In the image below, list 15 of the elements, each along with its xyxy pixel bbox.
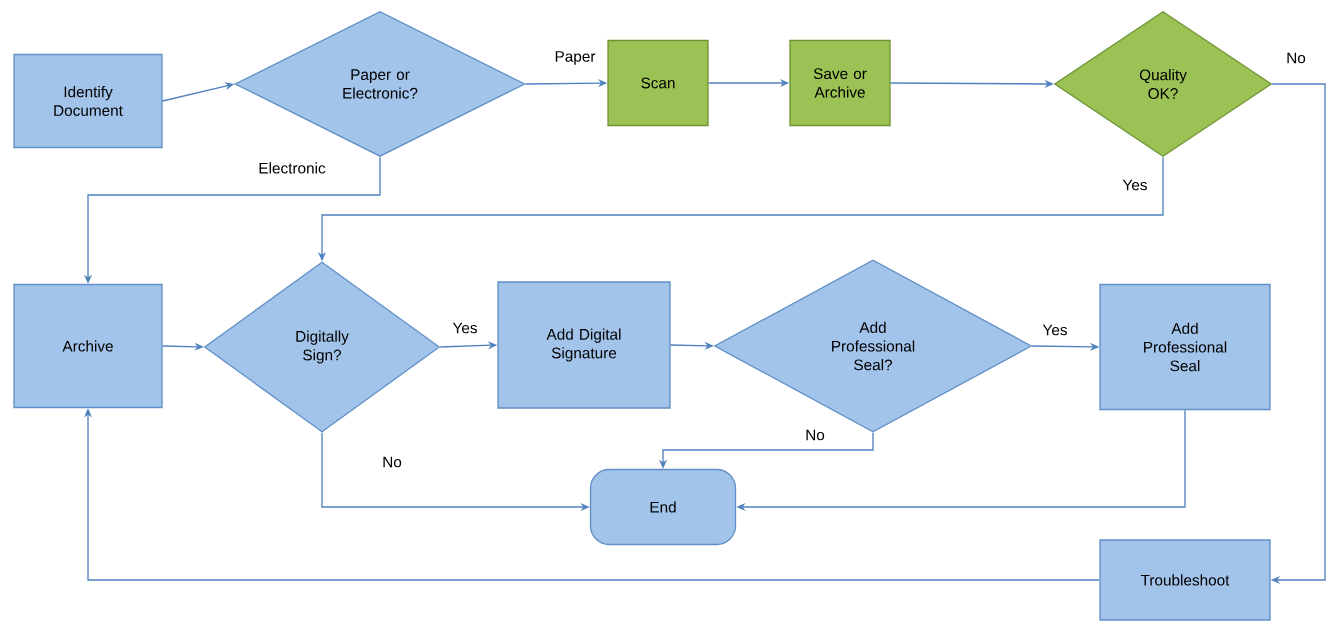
edge-label: Paper — [553, 49, 597, 67]
process-box: Scan — [607, 39, 709, 127]
process-box: Archive — [13, 283, 163, 409]
edge-label: Yes — [1121, 178, 1149, 192]
process-box: Identify Document — [13, 53, 163, 149]
edge-label: Electronic — [257, 161, 327, 175]
edge-label: No — [1284, 51, 1308, 65]
process-box: Troubleshoot — [1099, 539, 1271, 621]
edge-label: Yes — [1041, 323, 1069, 337]
process-box: Add Professional Seal — [1099, 283, 1271, 411]
edge-label: No — [380, 455, 404, 469]
process-box: Add Digital Signature — [497, 281, 671, 409]
process-box: Save or Archive — [789, 39, 891, 127]
terminal-box: End — [589, 468, 737, 546]
edge-label: Yes — [451, 321, 479, 335]
